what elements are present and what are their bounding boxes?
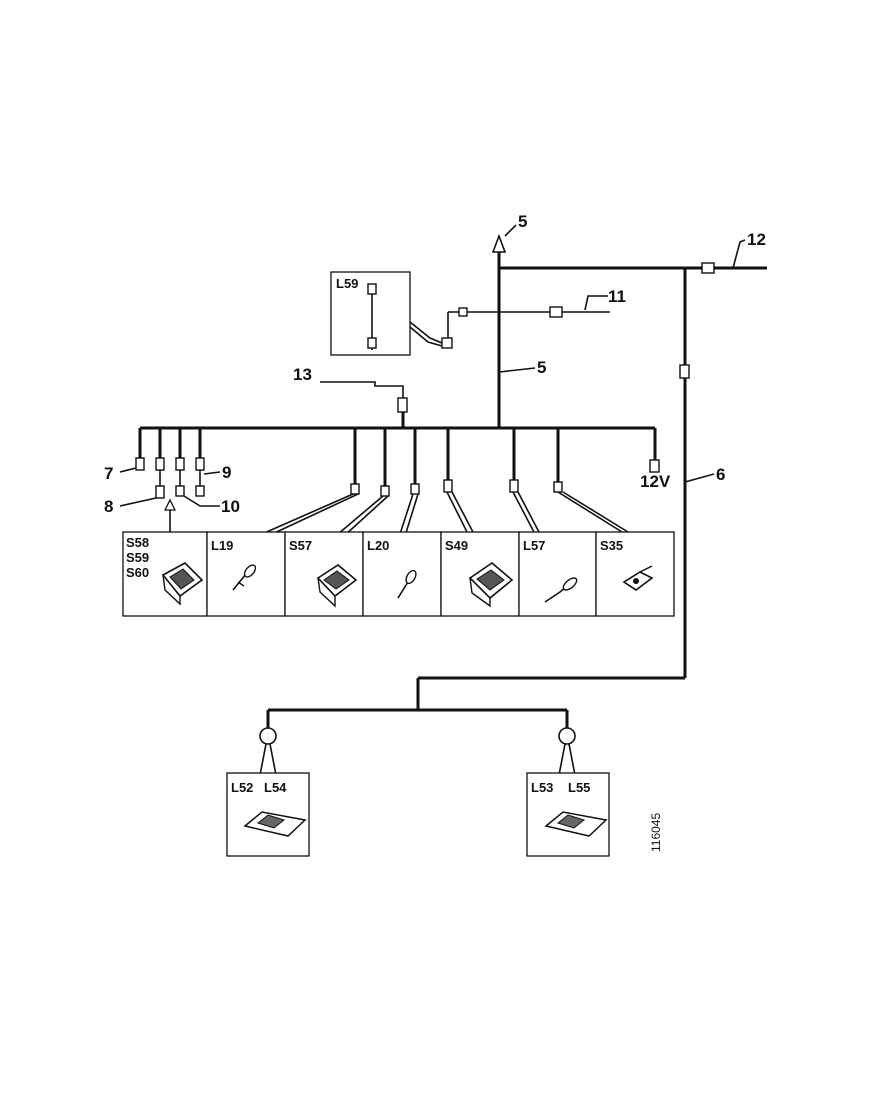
label-s49: S49 [445,538,468,553]
switch-icon-s49 [468,561,514,608]
label-l52: L52 [231,780,253,795]
connector-l53 [558,727,576,745]
label-l19: L19 [211,538,233,553]
label-l55: L55 [568,780,590,795]
main-harness [140,250,767,728]
callout-8: 8 [104,497,113,516]
figure-reference: 116045 [649,813,663,852]
wire-13 [320,381,404,405]
label-12v: 12V [640,472,671,491]
inline-connectors [397,233,715,413]
arrow-5 [491,233,507,253]
lamp-icon-l53 [544,811,608,837]
label-l54: L54 [264,780,287,795]
lamp-icon-l52 [243,811,307,837]
bulb-icon-l19 [232,564,257,591]
callout-12: 12 [747,230,766,249]
switch-icon-s57 [316,564,358,608]
connector-11 [549,306,563,318]
switch-panel-row: S58 S59 S60 L19 S57 L20 S49 L57 S35 [122,531,675,617]
connector-l52 [259,727,277,745]
connector-13 [397,397,408,413]
callout-13: 13 [293,365,312,384]
label-l53: L53 [531,780,553,795]
label-l59: L59 [336,276,358,291]
label-s58: S58 [126,535,149,550]
callout-6: 6 [716,465,725,484]
label-l20: L20 [367,538,389,553]
label-s57: S57 [289,538,312,553]
callouts: 5 5 12 11 13 6 7 8 9 10 12V 116045 [104,212,766,852]
sensor-icon-s35 [622,565,654,591]
connector-12v [649,459,660,473]
label-s35: S35 [600,538,623,553]
rear-lamps: L52 L54 L53 L55 [226,727,610,857]
callout-7: 7 [104,464,113,483]
label-l57: L57 [523,538,545,553]
callout-5-top: 5 [518,212,527,231]
connector-12 [701,262,715,274]
bulb-icon-l57 [544,577,578,603]
l59-box: L59 [330,271,443,356]
callout-10: 10 [221,497,240,516]
switch-icon-s58 [161,562,204,606]
bus-branches [135,428,660,537]
box-s35 [595,531,675,617]
callout-5-mid: 5 [537,358,546,377]
box-l20 [362,531,442,617]
bulb-icon-l20 [397,569,417,599]
label-s59: S59 [126,550,149,565]
box-l57 [518,531,597,617]
label-s60: S60 [126,565,149,580]
callout-9: 9 [222,463,231,482]
callout-11: 11 [608,287,626,306]
connector-6 [679,364,690,379]
